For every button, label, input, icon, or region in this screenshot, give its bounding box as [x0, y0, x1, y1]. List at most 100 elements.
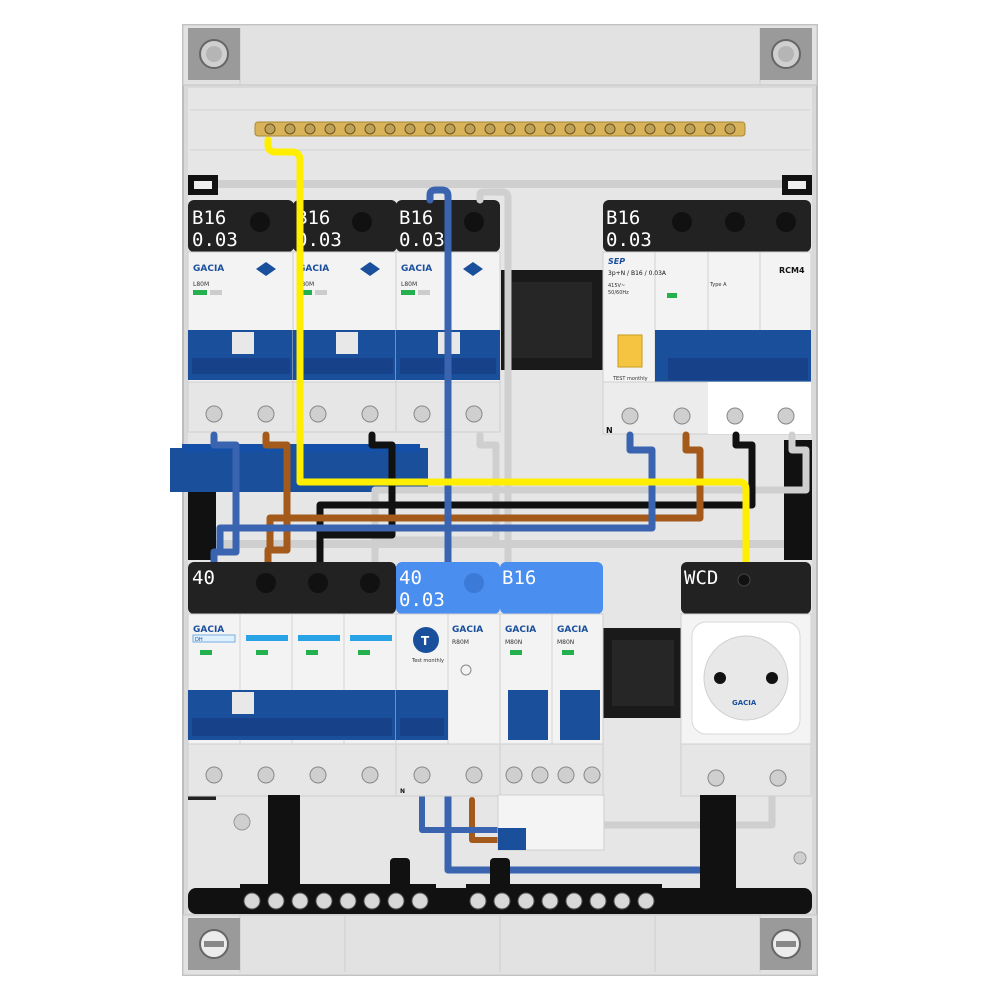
- mcb-pair[interactable]: B16 GACIA M80N GACIA M80N: [499, 562, 604, 797]
- busbar-screw-icon: [424, 123, 436, 135]
- wall-socket[interactable]: WCD GACIA: [680, 562, 812, 797]
- terminal-screw-icon: [673, 407, 691, 425]
- busbar-screw-icon: [684, 123, 696, 135]
- freq-label: 50/60Hz: [608, 290, 629, 296]
- model-label: M80N: [557, 639, 574, 646]
- socket-face-icon: [703, 635, 789, 721]
- busbar-screw-icon: [664, 123, 676, 135]
- busbar-screw-icon: [724, 123, 736, 135]
- busbar-screw-icon: [364, 123, 376, 135]
- brand-diamond-icon: [463, 262, 483, 276]
- busbar-screw-icon: [404, 123, 416, 135]
- rcbo-top[interactable]: B16 0.03 SEP 3p+N / B16 / 0.03A 415V~ 50…: [602, 200, 812, 435]
- rcbo-rating: B16: [606, 207, 640, 229]
- terminal-screw-icon: [637, 892, 655, 910]
- busbar-screw-icon: [564, 123, 576, 135]
- din-rail-bottom: [188, 540, 812, 548]
- rail-clip-icon: [188, 175, 218, 195]
- corner-screw-icon: [760, 28, 812, 80]
- breaker-trip: 0.03: [296, 229, 342, 251]
- model-label: L80M: [298, 281, 314, 288]
- model-label: L80M: [401, 281, 417, 288]
- corner-screw-icon: [188, 918, 240, 970]
- panel-screw-icon: [793, 851, 807, 865]
- terminal-screw-icon: [205, 766, 223, 784]
- terminal-screw-icon: [621, 407, 639, 425]
- terminal-screw-icon: [291, 892, 309, 910]
- terminal-screw-icon: [541, 892, 559, 910]
- busbar-screw-icon: [324, 123, 336, 135]
- brand-diamond-icon: [256, 262, 276, 276]
- breaker-trip: 0.03: [399, 229, 445, 251]
- busbar-screw-icon: [584, 123, 596, 135]
- model-label: DH: [195, 637, 203, 643]
- rcd-test-label: Test monthly: [411, 658, 444, 664]
- svg-text:T: T: [421, 634, 430, 648]
- terminal-screw-icon: [361, 766, 379, 784]
- breaker-rating: B16: [192, 207, 226, 229]
- breaker-top-1[interactable]: B16 0.03 GACIA L80M: [187, 200, 295, 433]
- terminal-screw-icon: [315, 892, 333, 910]
- socket-label: WCD: [684, 567, 718, 589]
- terminal-screw-icon: [493, 892, 511, 910]
- terminal-screw-icon: [465, 766, 483, 784]
- brand-label: GACIA: [298, 264, 329, 274]
- busbar-screw-icon: [624, 123, 636, 135]
- terminal-screw-icon: [361, 405, 379, 423]
- terminal-screw-icon: [413, 405, 431, 423]
- terminal-screw-icon: [267, 892, 285, 910]
- busbar-screw-icon: [344, 123, 356, 135]
- busbar-screw-icon: [464, 123, 476, 135]
- din-rail-top: [188, 180, 812, 188]
- terminal-screw-icon: [531, 766, 549, 784]
- terminal-bar: [188, 795, 812, 914]
- brand-label: GACIA: [505, 625, 536, 635]
- brand-label: GACIA: [557, 625, 588, 635]
- brand-diamond-icon: [360, 262, 380, 276]
- main-switch[interactable]: 40 GACIA DH: [187, 562, 397, 797]
- maker-label: SEP: [608, 257, 625, 266]
- terminal-screw-icon: [257, 405, 275, 423]
- model-label: M80N: [505, 639, 522, 646]
- terminal-screw-icon: [205, 405, 223, 423]
- terminal-screw-icon: [309, 766, 327, 784]
- terminal-screw-icon: [726, 407, 744, 425]
- corner-screw-icon: [188, 28, 240, 80]
- neutral-label: N: [606, 426, 613, 435]
- terminal-screw-icon: [613, 892, 631, 910]
- terminal-screw-icon: [557, 766, 575, 784]
- busbar-screw-icon: [544, 123, 556, 135]
- terminal-screw-icon: [309, 405, 327, 423]
- busbar-screw-icon: [604, 123, 616, 135]
- terminal-screw-icon: [517, 892, 535, 910]
- corner-screw-icon: [760, 918, 812, 970]
- voltage-label: 415V~: [608, 283, 625, 289]
- terminal-screw-icon: [465, 405, 483, 423]
- test-button-icon[interactable]: [413, 627, 439, 653]
- busbar-screw-icon: [444, 123, 456, 135]
- terminal-screw-icon: [469, 892, 487, 910]
- busbar-screw-icon: [284, 123, 296, 135]
- top-cover: [182, 24, 818, 86]
- module-label: RCM4: [779, 266, 805, 275]
- brand-label: GACIA: [193, 625, 224, 635]
- rcd[interactable]: 40 0.03 T Test monthly GACIA R80M N: [395, 562, 501, 797]
- brand-label: GACIA: [401, 264, 432, 274]
- main-switch-rating: 40: [192, 567, 215, 589]
- terminal-screw-icon: [769, 769, 787, 787]
- terminal-screw-icon: [505, 766, 523, 784]
- breaker-top-2[interactable]: B16 0.03 GACIA L80M: [292, 200, 398, 433]
- terminal-screw-icon: [363, 892, 381, 910]
- busbar-screw-icon: [644, 123, 656, 135]
- rcd-rating: 40: [399, 567, 422, 589]
- rcd-trip: 0.03: [399, 589, 445, 611]
- terminal-screw-icon: [777, 407, 795, 425]
- spec-label: 3p+N / B16 / 0.03A: [608, 270, 667, 277]
- busbar-screw-icon: [264, 123, 276, 135]
- type-label: Type A: [709, 282, 727, 288]
- terminal-screw-icon: [257, 766, 275, 784]
- brand-label: GACIA: [732, 699, 757, 707]
- earth-busbar: [254, 121, 746, 137]
- terminal-screw-icon: [411, 892, 429, 910]
